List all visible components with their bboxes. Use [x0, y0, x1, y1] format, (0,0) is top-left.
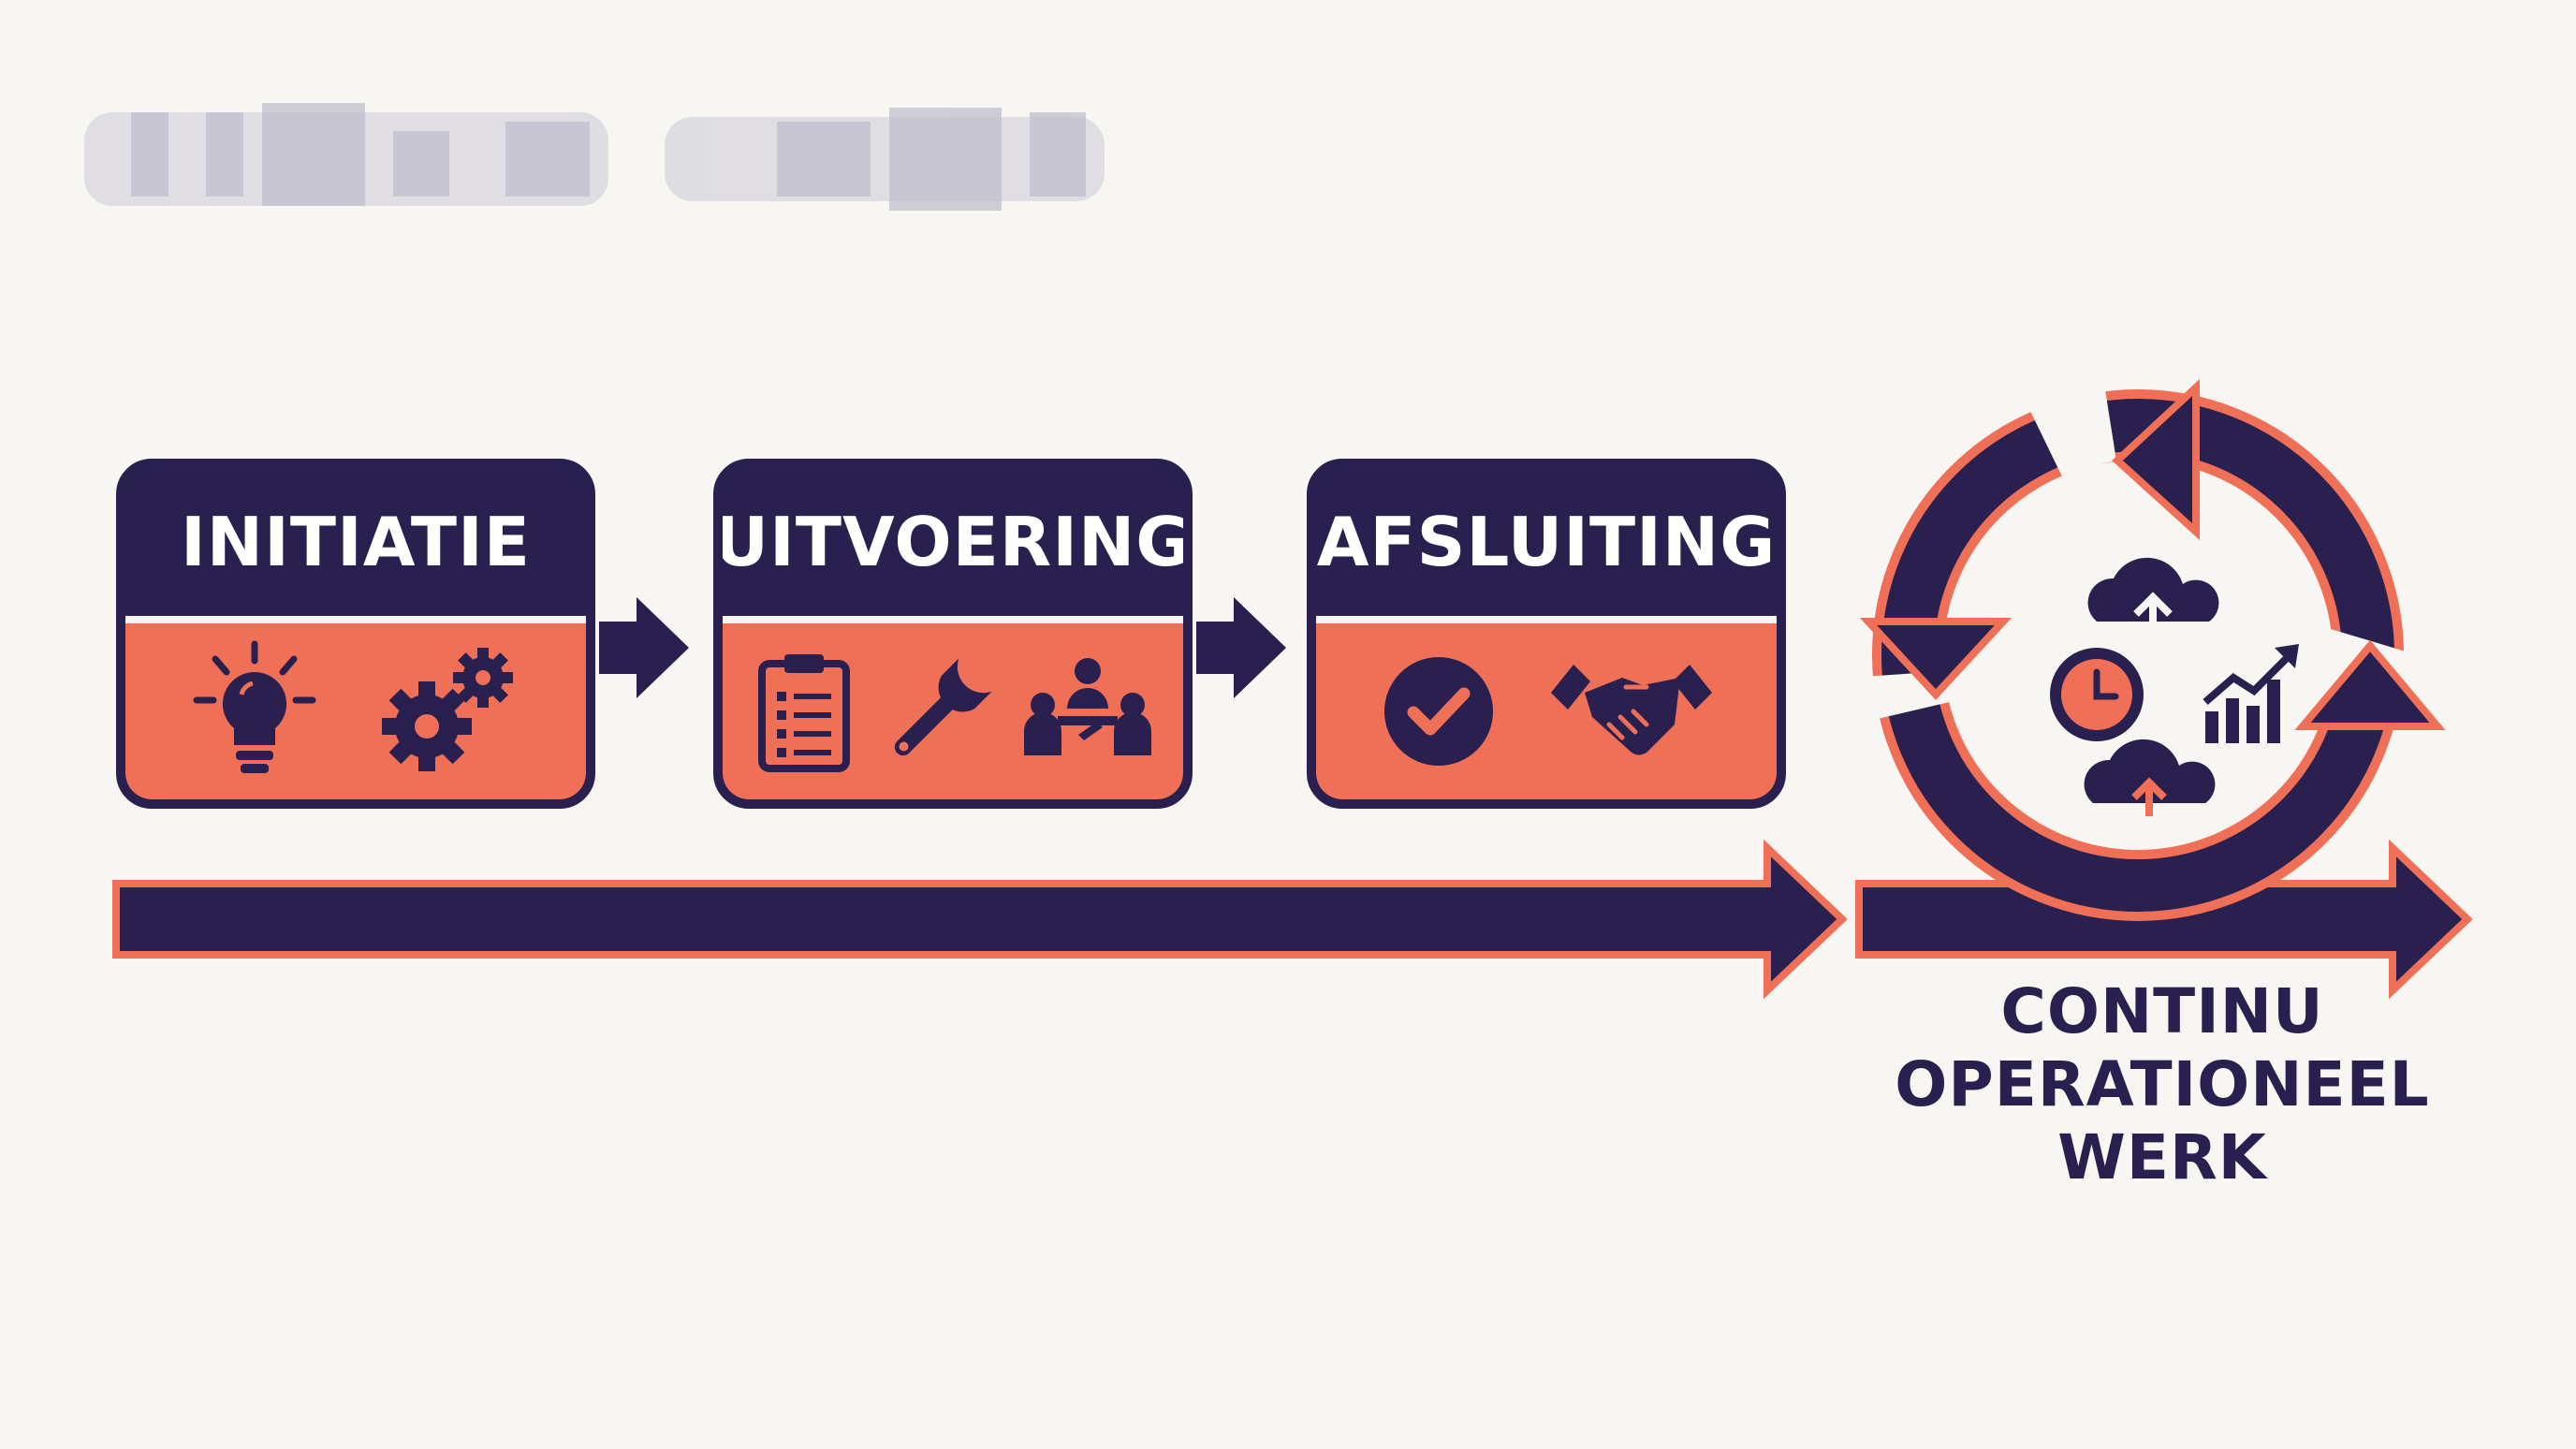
- phase-card-afsluiting: AFSLUITING: [1307, 459, 1786, 809]
- growth-chart-icon: [2203, 644, 2299, 743]
- blurred-header-graphic: [84, 103, 1105, 211]
- cycle-arrowhead: [2112, 378, 2200, 541]
- label-line: WERK: [2057, 1121, 2267, 1193]
- wrench-icon: [894, 658, 992, 756]
- phase-title: INITIATIE: [181, 503, 531, 581]
- phase-icons: [723, 616, 1183, 799]
- phase-connector-arrow: [1196, 597, 1286, 698]
- phase-title: UITVOERING: [713, 503, 1193, 581]
- lightbulb-icon: [193, 640, 316, 773]
- label-line: OPERATIONEEL: [1895, 1048, 2430, 1120]
- checkmark-circle-icon: [1383, 657, 1493, 766]
- clock-icon: [2050, 648, 2144, 741]
- cloud-upload-icon: [2087, 557, 2219, 635]
- timeline-arrow: [112, 839, 1848, 1000]
- cycle-ring: [1859, 377, 2446, 921]
- phase-card-uitvoering: UITVOERING: [713, 459, 1193, 809]
- team-meeting-icon: [1024, 658, 1151, 755]
- cloud-upload-icon: [2084, 739, 2216, 816]
- phase-icons: [1316, 616, 1777, 799]
- phase-icons: [125, 616, 586, 799]
- continuous-work-label: CONTINU OPERATIONEEL WERK: [1853, 975, 2471, 1194]
- cycle-arrowhead: [2294, 639, 2446, 730]
- handshake-icon: [1550, 665, 1712, 755]
- clipboard-icon: [758, 654, 850, 772]
- gears-icon: [382, 648, 513, 771]
- phase-card-initiatie: INITIATIE: [116, 459, 595, 809]
- phase-connector-arrow: [599, 597, 689, 698]
- label-line: CONTINU: [2000, 975, 2324, 1047]
- cycle-arrowhead: [1859, 618, 2012, 700]
- phase-title: AFSLUITING: [1316, 503, 1777, 581]
